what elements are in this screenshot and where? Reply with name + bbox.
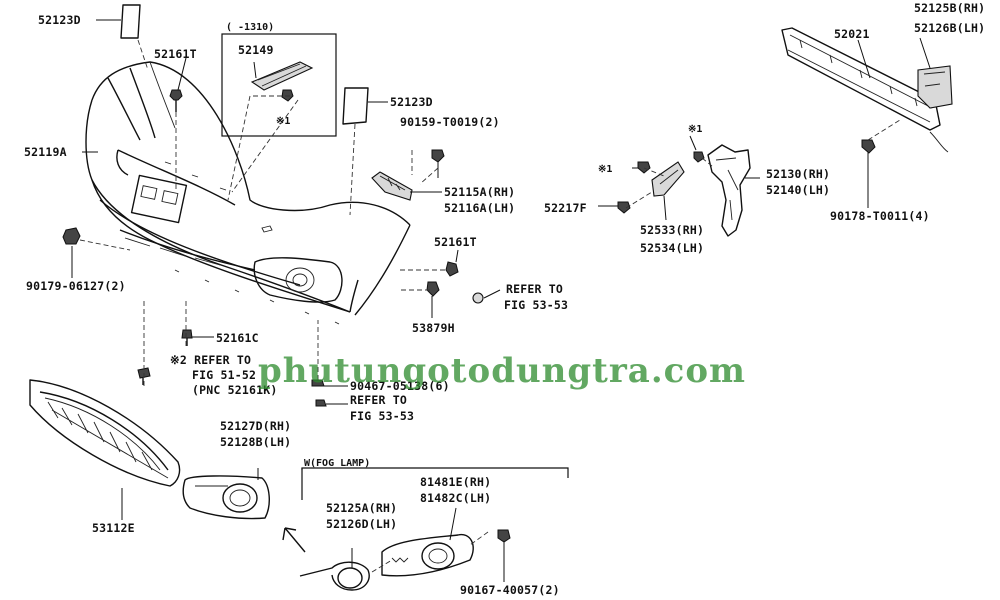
label-52533: 52533(RH) [640, 223, 704, 237]
label-mark1-a: ※1 [688, 124, 702, 135]
label-52125b: 52125B(RH) [914, 1, 985, 15]
lower-grille-53112e [29, 379, 181, 487]
label-ref-b-line1: REFER TO [350, 393, 407, 407]
reinforcement-52021 [781, 27, 949, 153]
label-52161t-mid: 52161T [434, 235, 477, 249]
label-52125a: 52125A(RH) [326, 501, 397, 515]
bracket-52115a [371, 171, 413, 201]
part-52161t-top [169, 89, 183, 112]
label-52119a: 52119A [24, 145, 67, 159]
box-52149 [221, 33, 337, 137]
label-52161c: 52161C [216, 331, 259, 345]
bolt-refer-a [472, 292, 484, 304]
label-52021: 52021 [834, 27, 870, 41]
label-ref2-line3: (PNC 52161K) [192, 383, 277, 397]
label-52161t-top: 52161T [154, 47, 197, 61]
label-ref-a-line1: REFER TO [506, 282, 563, 296]
label-range: ( -1310) [226, 22, 274, 33]
label-52126d: 52126D(LH) [326, 517, 397, 531]
part-52123d-mid [342, 87, 369, 125]
label-ref2-line1: ※2 REFER TO [170, 353, 251, 367]
label-90167: 90167-40057(2) [460, 583, 560, 597]
bracket-52125b [917, 65, 953, 109]
clip-52161c [181, 329, 193, 346]
bolt-52217f [617, 201, 631, 214]
label-52115a: 52115A(RH) [444, 185, 515, 199]
label-52126b: 52126B(LH) [914, 21, 985, 35]
label-ref-a-line2: FIG 53-53 [504, 298, 568, 312]
bracket-52533 [651, 161, 685, 197]
label-52127d: 52127D(RH) [220, 419, 291, 433]
dashed-guides [79, 39, 901, 573]
bumper-cover-52119a [85, 61, 411, 325]
part-labels: 52123D 52161T 52119A 90179-06127(2) 5216… [24, 1, 985, 597]
part-52123d-top [120, 4, 141, 39]
label-52149: 52149 [238, 43, 274, 57]
clip-90179 [62, 227, 81, 245]
label-90178: 90178-T0011(4) [830, 209, 930, 223]
label-81481e: 81481E(RH) [420, 475, 491, 489]
label-52123d-top: 52123D [38, 13, 81, 27]
label-52116a: 52116A(LH) [444, 201, 515, 215]
label-mark1-box: ※1 [276, 116, 290, 127]
leader-lines [71, 19, 931, 582]
label-90159: 90159-T0019(2) [400, 115, 500, 129]
label-90467: 90467-05138(6) [350, 379, 450, 393]
label-53112e: 53112E [92, 521, 135, 535]
label-53879h: 53879H [412, 321, 455, 335]
label-52217f: 52217F [544, 201, 587, 215]
label-ref-b-line2: FIG 53-53 [350, 409, 414, 423]
label-52140: 52140(LH) [766, 183, 830, 197]
watermark-text: phutungotodungtra.com [258, 351, 746, 391]
label-ref2-line2: FIG 51-52 [192, 368, 256, 382]
label-81482c: 81482C(LH) [420, 491, 491, 505]
fog-bezel-52127d [182, 475, 270, 520]
label-52534: 52534(LH) [640, 241, 704, 255]
label-52130: 52130(RH) [766, 167, 830, 181]
label-52123d-mid: 52123D [390, 95, 433, 109]
bolt-90159 [431, 149, 445, 163]
direction-arrow [282, 527, 306, 553]
nut-90178 [861, 139, 876, 154]
clip-52161t-mid [445, 261, 459, 277]
label-mark1-b: ※1 [598, 164, 612, 175]
label-90179: 90179-06127(2) [26, 279, 126, 293]
bracket-52130 [707, 144, 751, 237]
clip-53879h [426, 281, 440, 297]
label-fog-lamp: W(FOG LAMP) [304, 458, 370, 469]
label-52128b: 52128B(LH) [220, 435, 291, 449]
box-fog-lamp [299, 467, 569, 591]
bolt-mark1 [637, 151, 705, 174]
